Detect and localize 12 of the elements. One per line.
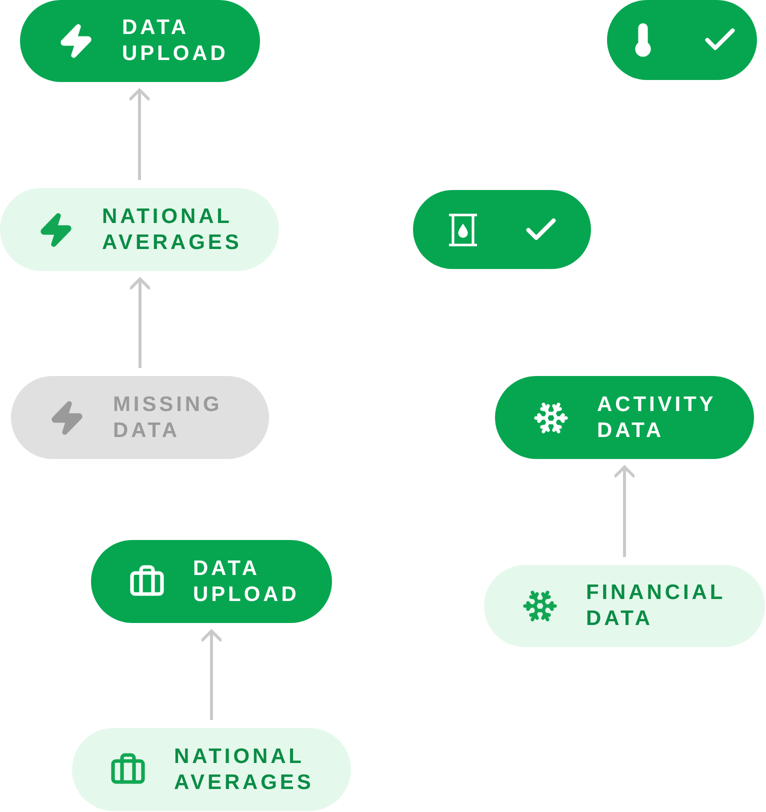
step-label: MISSING DATA [113,392,224,444]
step-label: NATIONAL AVERAGES [102,204,243,256]
arrow [129,88,150,180]
step-pill [0,188,279,271]
arrow [614,466,635,557]
arrow [201,630,222,720]
step-label: DATA UPLOAD [122,15,230,67]
step-label: DATA UPLOAD [193,556,300,608]
arrow [130,278,150,368]
step-label: ACTIVITY DATA [597,392,717,444]
step-label: NATIONAL AVERAGES [174,744,315,796]
step-label: FINANCIAL DATA [586,580,726,632]
